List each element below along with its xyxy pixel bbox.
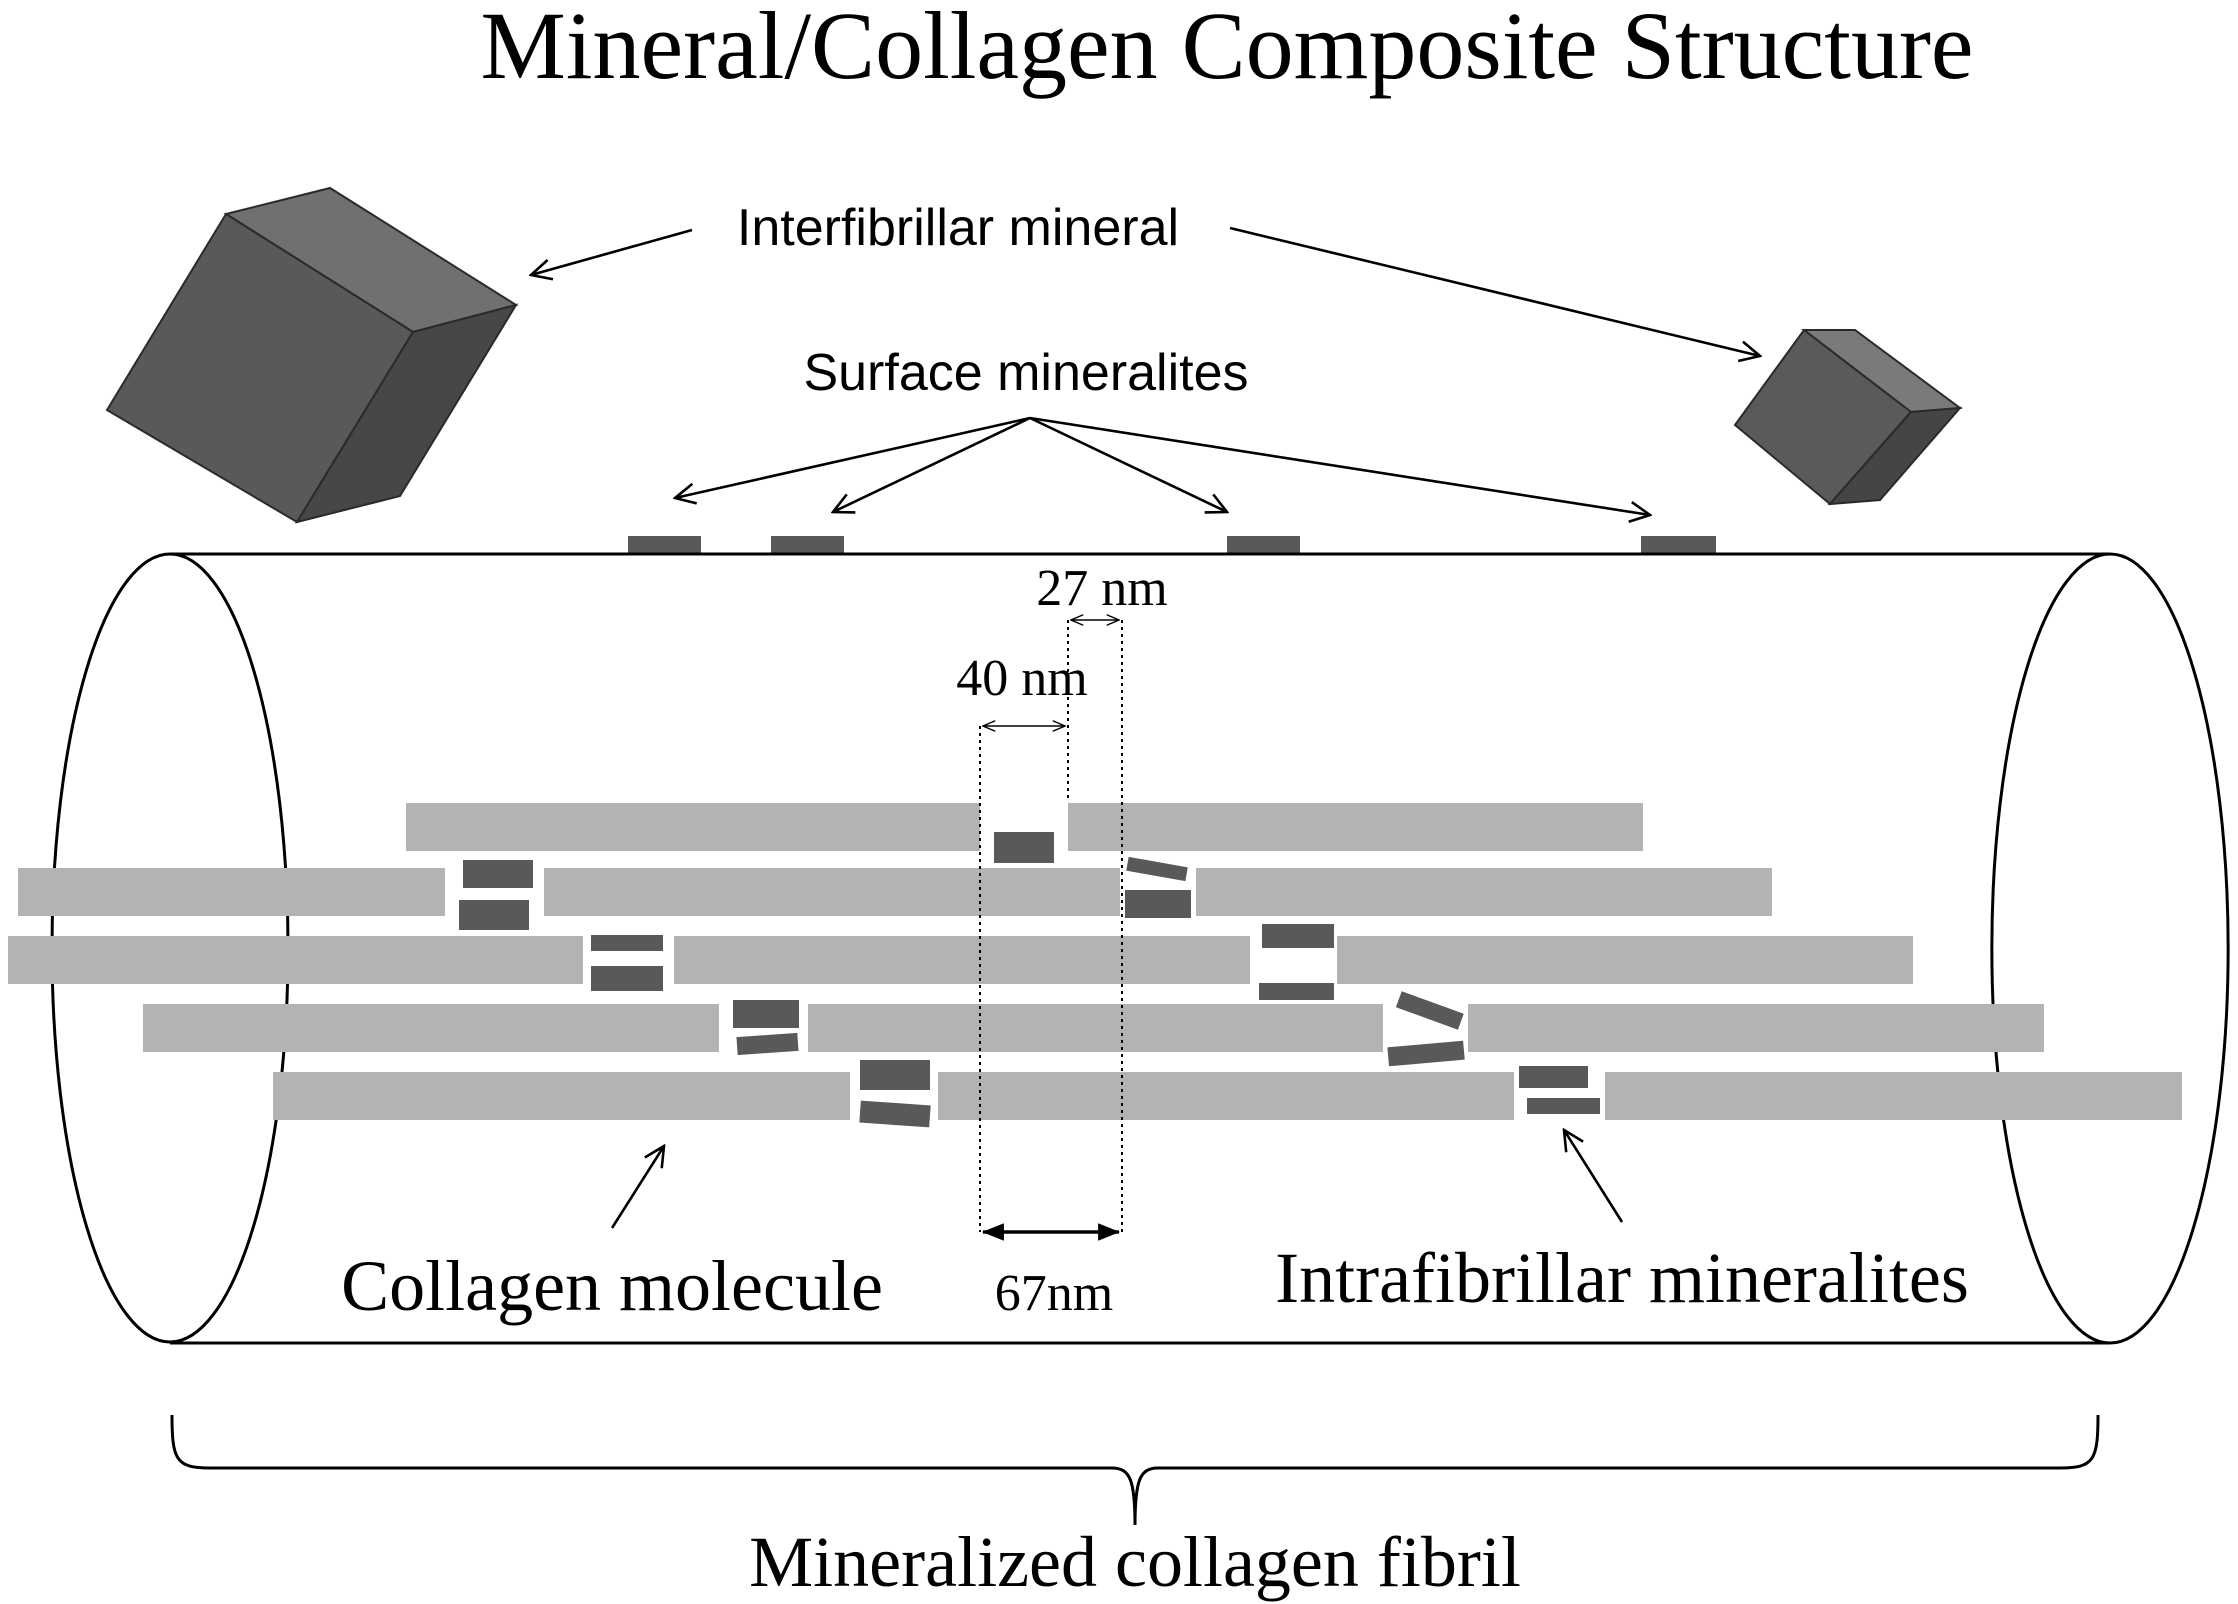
collagen-molecule <box>273 1072 850 1120</box>
interfibrillar-mineral-label: Interfibrillar mineral <box>737 199 1179 257</box>
intrafibrillar-mineralite <box>1259 983 1334 1000</box>
overlap-dimension-label: 40 nm <box>956 650 1087 707</box>
diagram-title: Mineral/Collagen Composite Structure <box>480 0 1973 99</box>
intrafibrillar-mineralite <box>1527 1098 1600 1114</box>
intrafibrillar-mineralite <box>459 900 529 930</box>
intrafibrillar-mineralites <box>459 832 1600 1128</box>
collagen-molecule <box>1468 1004 2044 1052</box>
intrafibrillar-mineralite <box>1262 924 1334 948</box>
collagen-molecule <box>406 803 980 851</box>
mineralized-collagen-fibril-label: Mineralized collagen fibril <box>749 1522 1521 1602</box>
collagen-molecule <box>143 1004 719 1052</box>
collagen-molecule <box>938 1072 1514 1120</box>
gap-dimension-label: 27 nm <box>1036 560 1167 617</box>
surface-mineralite <box>628 536 701 554</box>
collagen-molecules <box>8 803 2182 1120</box>
intrafibrillar-mineralite <box>463 860 533 888</box>
fibril-right-end-back <box>1990 552 2111 1345</box>
surface-mineralite-arrows <box>675 416 1650 515</box>
intrafibrillar-mineralite <box>736 1032 799 1056</box>
intrafibrillar-mineralite <box>1125 890 1191 918</box>
surface-mineralites-label: Surface mineralites <box>803 344 1248 402</box>
collagen-molecule <box>1068 803 1643 851</box>
intrafibrillar-mineralite <box>1519 1066 1588 1088</box>
surface-mineralites <box>628 536 1716 554</box>
collagen-molecule <box>1605 1072 2182 1120</box>
intrafibrillar-mineralites-arrow <box>1564 1130 1624 1223</box>
intrafibrillar-mineralite <box>733 1000 799 1028</box>
period-dimension-label: 67nm <box>995 1265 1113 1322</box>
collagen-molecule <box>1196 868 1772 916</box>
dimension-markings <box>979 620 1123 1241</box>
fibril-right-end-front <box>2109 552 2230 1345</box>
interfibrillar-mineral-large-cube <box>105 186 519 524</box>
intrafibrillar-mineralite <box>859 1100 931 1128</box>
intrafibrillar-mineralite <box>994 832 1054 863</box>
collagen-molecule <box>18 868 445 916</box>
surface-mineralite <box>771 536 844 554</box>
interfibrillar-arrow-left <box>531 228 693 275</box>
collagen-molecule <box>674 936 1250 984</box>
interfibrillar-arrow-right <box>1229 226 1760 356</box>
collagen-molecule <box>544 868 1120 916</box>
collagen-molecule <box>1337 936 1913 984</box>
intrafibrillar-mineralite <box>1126 856 1188 882</box>
collagen-molecule <box>8 936 583 984</box>
intrafibrillar-mineralite <box>591 966 663 991</box>
collagen-molecule <box>808 1004 1383 1052</box>
intrafibrillar-mineralite <box>860 1060 930 1090</box>
surface-mineralite <box>1641 536 1716 554</box>
surface-mineralite <box>1227 536 1300 554</box>
collagen-molecule-arrow <box>610 1146 664 1229</box>
intrafibrillar-mineralite <box>1387 1040 1465 1067</box>
intrafibrillar-mineralite <box>1395 991 1464 1030</box>
interfibrillar-mineral-small-cube <box>1733 328 1963 506</box>
intrafibrillar-mineralite <box>591 935 663 951</box>
intrafibrillar-mineralites-label: Intrafibrillar mineralites <box>1275 1238 1969 1318</box>
fibril-brace <box>170 1414 2100 1526</box>
collagen-molecule-label: Collagen molecule <box>341 1246 883 1326</box>
